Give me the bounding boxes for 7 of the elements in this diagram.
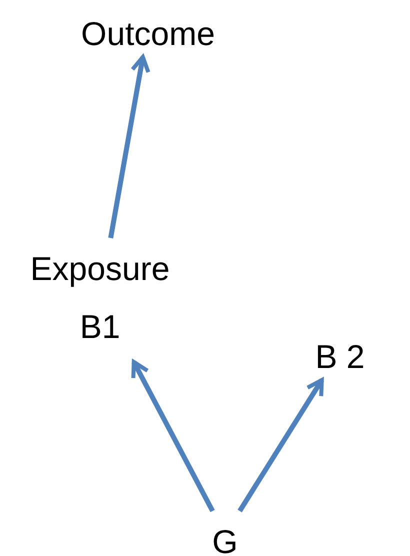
arrow xyxy=(108,55,150,238)
node-label: B 2 xyxy=(300,328,380,386)
node-label: G xyxy=(200,513,250,556)
arrow xyxy=(238,378,324,512)
node-label: Exposure B1 xyxy=(10,240,190,356)
arrow xyxy=(131,360,215,512)
node-label: Outcome xyxy=(55,5,241,63)
